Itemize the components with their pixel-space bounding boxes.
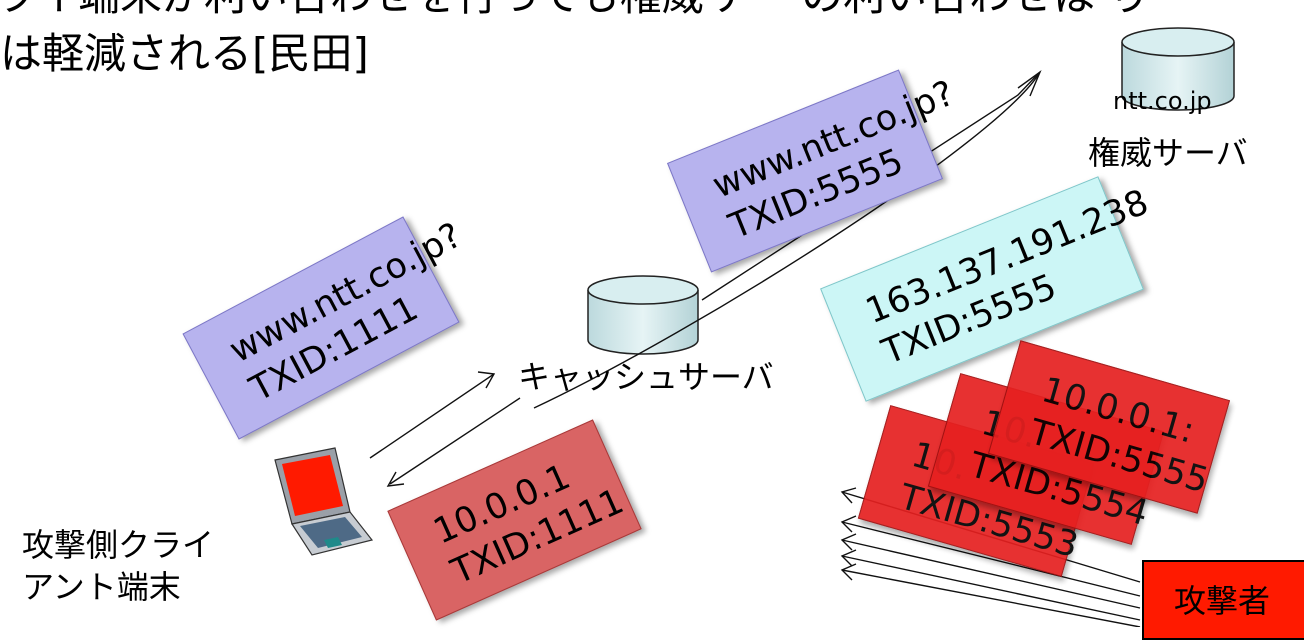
- slide-title: ライ端末が利い合わせを行っても権威サー の利い合わせは り は軽減される[民田]: [0, 0, 1304, 83]
- laptop-icon: [274, 447, 374, 556]
- authority-domain-label: ntt.co.jp: [1113, 87, 1212, 115]
- cache-server-icon: [587, 275, 699, 355]
- client-label-line-1: 攻撃側クライ: [22, 526, 215, 564]
- client-cache-arrows: [369, 371, 521, 487]
- authority-server-label: 権威サーバ: [1088, 134, 1248, 172]
- attacker-node: 攻撃者: [1142, 560, 1304, 640]
- title-line-2: は軽減される[民田]: [0, 29, 369, 78]
- client-label-line-2: アント端末: [22, 568, 181, 606]
- diagram-canvas: [274, 27, 1235, 627]
- attacker-label: 攻撃者: [1174, 582, 1271, 620]
- authority-server-icon: [1121, 27, 1235, 111]
- title-line-1: ライ端末が利い合わせを行っても権威サー の利い合わせは り: [0, 0, 1151, 20]
- cache-server-label: キャッシュサーバ: [518, 358, 774, 396]
